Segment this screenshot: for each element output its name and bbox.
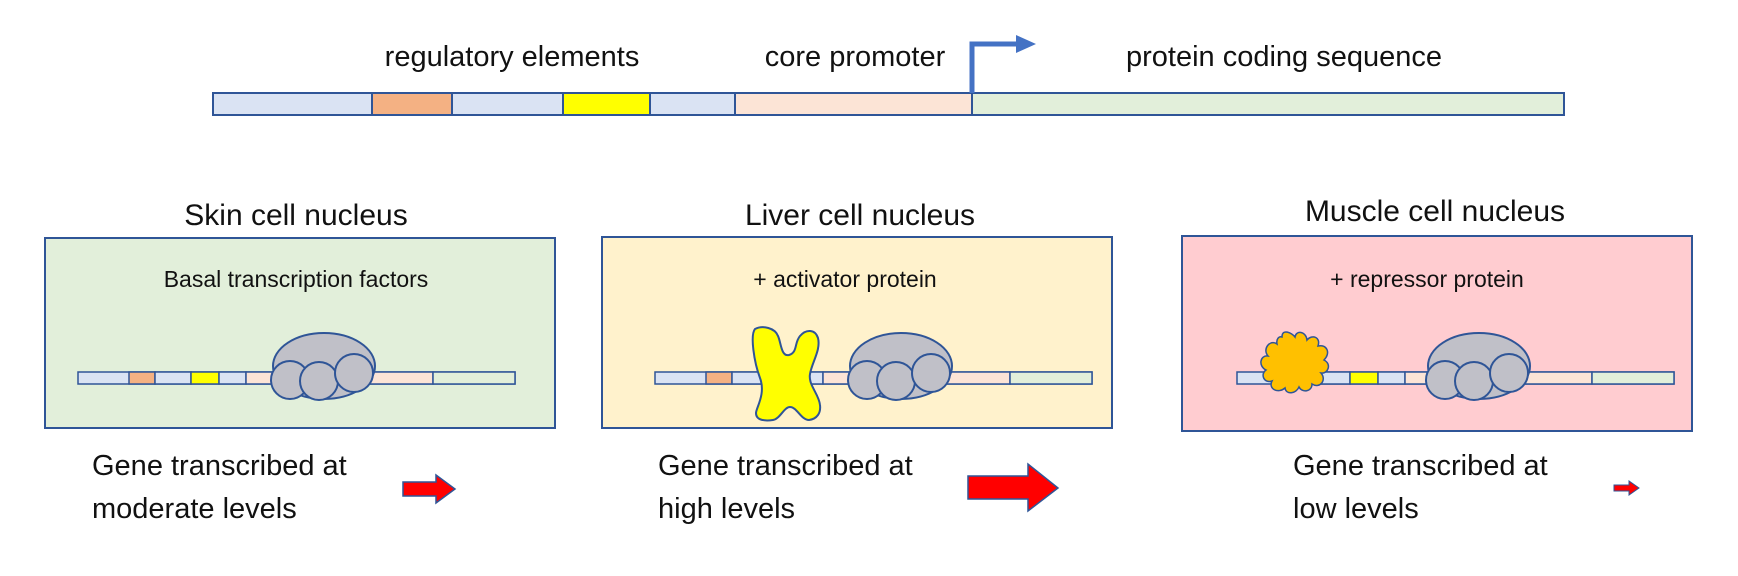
gene-regulatory-segment — [212, 92, 736, 116]
gene-element-orange — [371, 92, 453, 116]
rna-polymerase-complex-icon — [847, 332, 953, 401]
gene-element-yellow — [562, 92, 651, 116]
rna-polymerase-complex-icon — [1425, 332, 1531, 401]
rna-polymerase-complex-icon — [270, 332, 376, 401]
repressor-protein-icon — [1260, 331, 1330, 394]
result-text-line2: low levels — [1293, 493, 1419, 525]
panel-title: Liver cell nucleus — [745, 199, 975, 232]
gene-schematic: regulatory elements core promoter protei… — [212, 35, 1565, 116]
result-text-line1: Gene transcribed at — [658, 450, 913, 482]
gene-coding-segment — [971, 92, 1565, 116]
panel-title: Muscle cell nucleus — [1305, 195, 1565, 228]
label-regulatory-elements: regulatory elements — [385, 41, 640, 73]
result-text-line1: Gene transcribed at — [92, 450, 347, 482]
expression-arrow-moderate-icon — [402, 473, 457, 505]
result-text-line1: Gene transcribed at — [1293, 450, 1548, 482]
activator-protein-icon — [751, 326, 822, 422]
transcription-start-arrow-icon — [969, 35, 1036, 93]
result-text-line2: high levels — [658, 493, 795, 525]
expression-arrow-high-icon — [967, 462, 1060, 513]
panel-title: Skin cell nucleus — [184, 199, 407, 232]
nucleus-box — [1181, 235, 1693, 432]
panel-skin-cell: Skin cell nucleus Basal transcription fa… — [44, 199, 556, 525]
panel-liver-cell: Liver cell nucleus + activator protein G… — [601, 199, 1113, 525]
result-text-line2: moderate levels — [92, 493, 297, 525]
panel-subtitle: + repressor protein — [1330, 266, 1524, 292]
label-core-promoter: core promoter — [765, 41, 946, 73]
expression-arrow-low-icon — [1613, 480, 1640, 496]
panel-subtitle: Basal transcription factors — [164, 266, 429, 292]
panel-subtitle: + activator protein — [753, 266, 936, 292]
label-protein-coding-sequence: protein coding sequence — [1126, 41, 1442, 73]
gene-core-promoter-segment — [734, 92, 973, 116]
panel-muscle-cell: Muscle cell nucleus + repressor protein … — [1181, 195, 1693, 525]
